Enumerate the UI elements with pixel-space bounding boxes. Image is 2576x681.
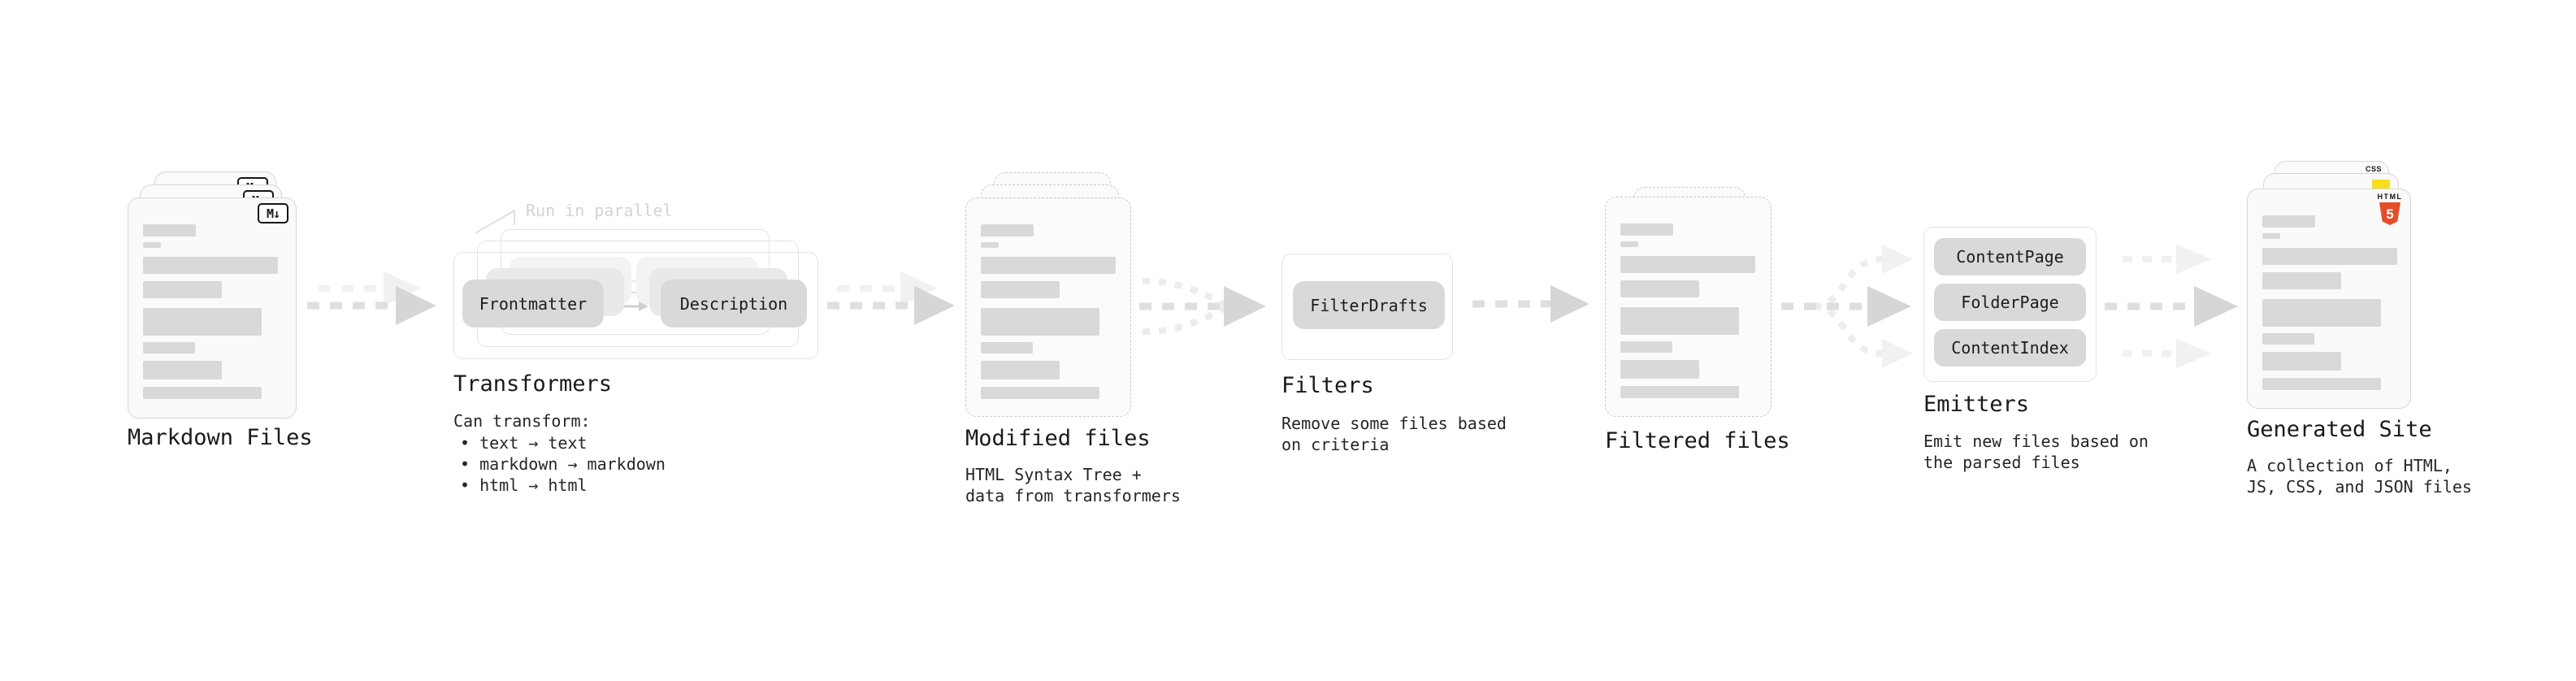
skeleton-bar	[2262, 272, 2341, 289]
markdown-files-label: Markdown Files	[128, 425, 313, 450]
skeleton-bar	[981, 361, 1060, 380]
css-icon-label: CSS	[2365, 165, 2382, 173]
arrow-transformers-to-modified	[827, 271, 955, 325]
filters-desc: Remove some files based	[1281, 414, 1507, 433]
skeleton-bar	[981, 308, 1099, 336]
filter-drafts-pill: FilterDrafts	[1293, 281, 1445, 329]
skeleton-bar	[2262, 248, 2397, 265]
emitters-desc: the parsed files	[1923, 453, 2080, 472]
skeleton-bar	[1620, 241, 1638, 247]
skeleton-bar	[143, 387, 262, 399]
arrow-filtered-to-emitters-fork	[1781, 245, 1913, 368]
skeleton-bar	[981, 224, 1034, 236]
run-in-parallel-annotation: Run in parallel	[526, 201, 673, 220]
filters-title: Filters	[1281, 373, 1374, 398]
transformers-bullet: • html → html	[460, 475, 588, 495]
skeleton-bar	[1620, 307, 1739, 335]
skeleton-bar	[2262, 352, 2341, 371]
emitters-desc: Emit new files based on	[1923, 432, 2149, 451]
emitters-box	[1923, 227, 2097, 382]
description-pill: Description	[661, 280, 807, 327]
skeleton-bar	[143, 281, 222, 298]
modified-files-title: Modified files	[965, 426, 1151, 451]
arrow-modified-to-filters-converge	[1139, 278, 1266, 335]
emitters-title: Emitters	[1923, 392, 2030, 417]
skeleton-bar	[1620, 386, 1739, 398]
markdown-file-card-front: M↓	[128, 197, 297, 419]
generated-html-card: HTML 5	[2247, 189, 2411, 409]
skeleton-bar	[1620, 223, 1673, 236]
html5-shield: 5	[2379, 202, 2400, 225]
filters-desc: on criteria	[1281, 435, 1390, 454]
skeleton-bar	[981, 342, 1033, 354]
html5-shield-number: 5	[2386, 206, 2394, 222]
skeleton-bar	[143, 257, 278, 274]
transformers-title: Transformers	[453, 371, 613, 397]
arrow-filters-to-filtered	[1472, 285, 1589, 323]
skeleton-bar	[1620, 341, 1672, 353]
transformers-bullet: • text → text	[460, 433, 588, 453]
skeleton-bar	[981, 242, 999, 248]
arrow-emitters-to-generated	[2105, 245, 2238, 368]
skeleton-bar	[2262, 215, 2315, 228]
skeleton-bar	[143, 308, 262, 336]
folder-page-pill: FolderPage	[1934, 284, 2086, 321]
filtered-files-title: Filtered files	[1605, 428, 1790, 453]
markdown-icon-label: M↓	[266, 206, 280, 221]
skeleton-bar	[981, 281, 1060, 298]
skeleton-bar	[143, 224, 196, 236]
markdown-icon: M↓	[258, 203, 288, 223]
arrow-markdown-to-transformers	[307, 271, 436, 325]
skeleton-bar	[1620, 256, 1755, 273]
skeleton-bar	[2262, 378, 2381, 390]
modified-files-desc: HTML Syntax Tree +	[965, 465, 1142, 484]
generated-site-desc: A collection of HTML,	[2247, 456, 2452, 475]
html5-icon-label: HTML	[2377, 193, 2403, 201]
filtered-file-card-front	[1605, 197, 1772, 417]
skeleton-bar	[2262, 233, 2280, 239]
transformers-bullet: • markdown → markdown	[460, 454, 666, 474]
modified-file-card-front	[965, 197, 1131, 417]
generated-site-desc: JS, CSS, and JSON files	[2247, 477, 2472, 497]
skeleton-bar	[143, 361, 222, 380]
frontmatter-pill: Frontmatter	[462, 280, 604, 327]
generated-site-title: Generated Site	[2247, 417, 2432, 442]
transformers-subtitle: Can transform:	[453, 411, 591, 431]
skeleton-bar	[143, 342, 195, 354]
transformer-box-front	[453, 252, 818, 359]
skeleton-bar	[981, 257, 1116, 274]
skeleton-bar	[1620, 360, 1699, 379]
content-index-pill: ContentIndex	[1934, 329, 2086, 367]
skeleton-bar	[2262, 299, 2381, 327]
js-icon	[2372, 180, 2390, 189]
modified-files-desc: data from transformers	[965, 486, 1181, 505]
skeleton-bar	[2262, 333, 2314, 345]
skeleton-bar	[1620, 280, 1699, 297]
html5-icon: HTML 5	[2377, 193, 2403, 225]
filters-box	[1281, 254, 1453, 360]
content-page-pill: ContentPage	[1934, 238, 2086, 275]
skeleton-bar	[981, 387, 1099, 399]
skeleton-bar	[143, 242, 161, 248]
